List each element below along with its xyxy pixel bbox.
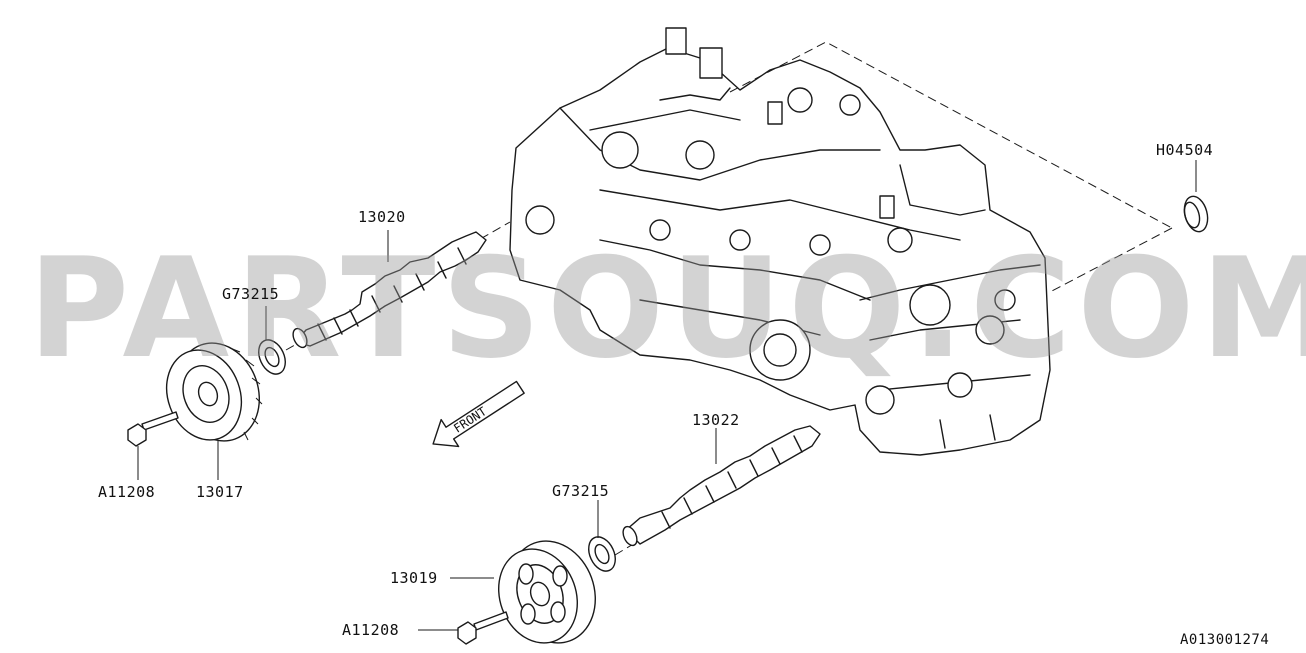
callout-a11208-top: A11208 xyxy=(98,483,156,501)
oil-seal-g73215-top xyxy=(258,339,286,375)
sprocket-13019 xyxy=(497,540,596,644)
diagram-code: A013001274 xyxy=(1180,632,1270,648)
seal-h04504 xyxy=(1183,195,1209,233)
callout-a11208-bottom: A11208 xyxy=(342,621,400,639)
leader-lines xyxy=(137,160,1197,631)
cylinder-head-assembly xyxy=(509,27,1051,456)
callout-13022: 13022 xyxy=(692,411,740,429)
callout-h04504: H04504 xyxy=(1156,141,1214,159)
callout-g73215-bottom: G73215 xyxy=(552,482,610,500)
watermark: PARTSOUQ.COM xyxy=(28,228,1306,389)
bolt-a11208-bottom xyxy=(457,611,509,645)
callout-13020: 13020 xyxy=(358,208,406,226)
callout-g73215-top: G73215 xyxy=(222,285,280,303)
sprocket-13017 xyxy=(165,342,263,442)
bolt-a11208-top xyxy=(127,411,179,447)
camshaft-13022 xyxy=(622,425,821,547)
oil-seal-g73215-bottom xyxy=(588,536,616,572)
callout-13019: 13019 xyxy=(390,569,438,587)
callout-13017: 13017 xyxy=(196,483,244,501)
camshaft-13020 xyxy=(292,231,487,349)
